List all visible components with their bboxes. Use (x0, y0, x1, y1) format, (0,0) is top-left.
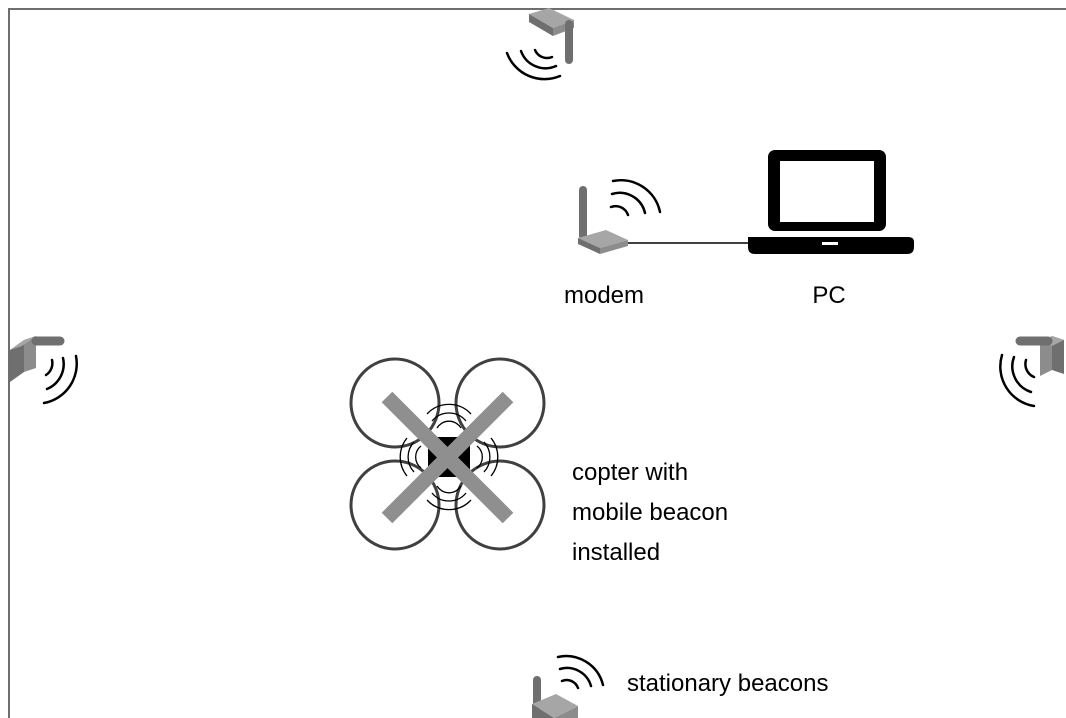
beacon-icon-bottom (532, 654, 605, 718)
signal-waves-icon (399, 403, 499, 511)
beacon-icon-left (10, 336, 78, 405)
modem-label: modem (564, 282, 644, 309)
copter-label-line3: installed (572, 539, 660, 566)
modem-icon (578, 179, 662, 254)
beacon-icon-top (505, 8, 574, 81)
beacon-icon-right (999, 336, 1064, 408)
signal-waves-icon (42, 354, 78, 405)
signal-waves-icon (505, 48, 562, 81)
laptop-icon (748, 150, 914, 254)
pc-label: PC (812, 282, 845, 309)
signal-waves-icon (999, 353, 1036, 408)
signal-waves-icon (556, 654, 605, 690)
copter-arms (381, 391, 514, 524)
signal-waves-icon (609, 179, 662, 217)
area-boundary (8, 8, 1066, 718)
copter-rotors (349, 357, 546, 551)
copter-label-line1: copter with (572, 459, 688, 486)
copter-label-line2: mobile beacon (572, 499, 728, 526)
copter-icon (349, 357, 546, 551)
stationary-beacons-label: stationary beacons (627, 670, 828, 697)
